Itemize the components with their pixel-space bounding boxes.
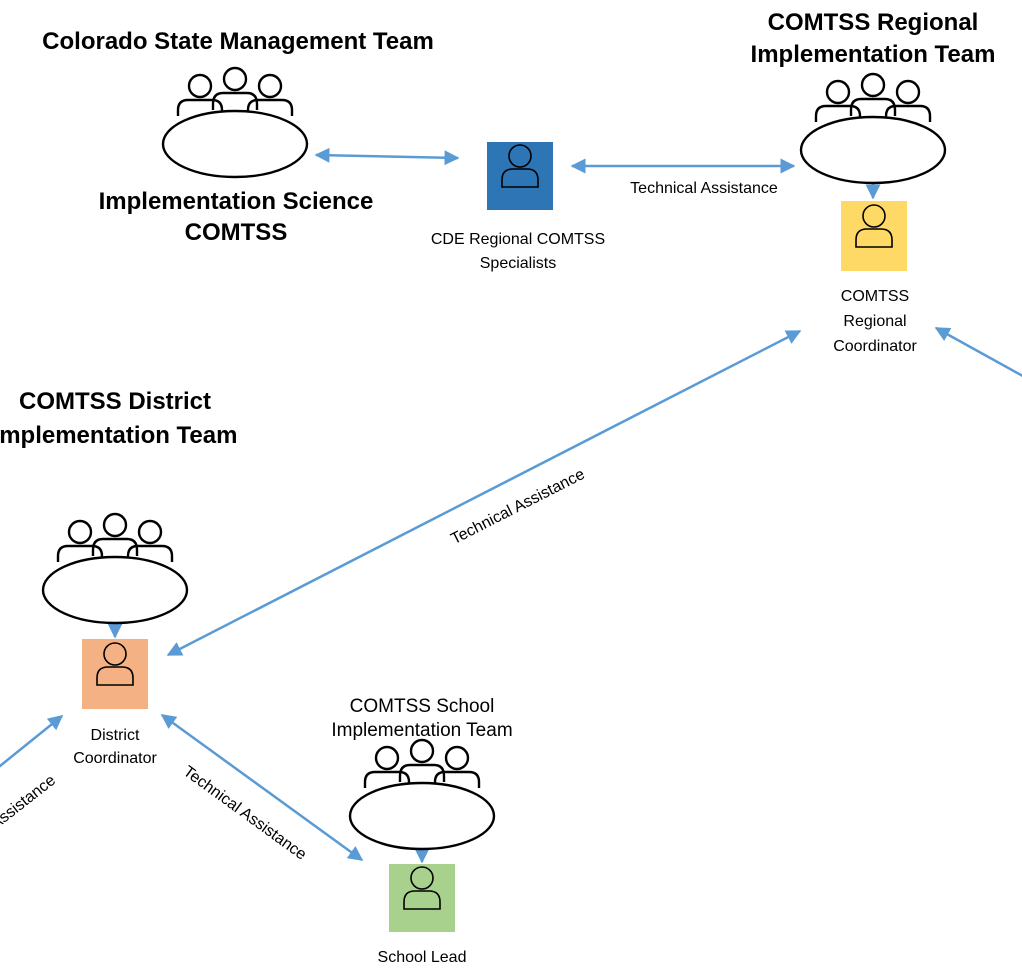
district-team-title-line1: COMTSS District — [19, 388, 211, 415]
cde-specialist-label-line2: Specialists — [480, 255, 556, 272]
cde-specialist-label-line1: CDE Regional COMTSS — [431, 231, 605, 248]
regional-coordinator-label-line1: COMTSS — [841, 288, 909, 305]
district-team-meeting-icon — [41, 512, 189, 625]
ta-label-cde-regional: Technical Assistance — [630, 180, 778, 197]
school-team-meeting-icon — [348, 738, 496, 851]
regional-coordinator-label-line3: Coordinator — [833, 338, 917, 355]
arrow-regional-to-district — [166, 329, 802, 657]
district-team-title-line2: Implementation Team — [0, 422, 237, 449]
regional-coordinator-label-line2: Regional — [843, 313, 906, 330]
school-team-title-line1: COMTSS School — [350, 696, 495, 717]
ta-label-left-offscreen: Assistance — [0, 772, 59, 833]
state-team-subtitle-line1: Implementation Science — [99, 188, 374, 215]
state-team-subtitle-line2: COMTSS — [185, 219, 288, 246]
arrow-left-offscreen — [0, 715, 64, 768]
school-lead-label: School Lead — [378, 949, 467, 966]
arrow-district-to-school — [160, 713, 364, 862]
regional-team-title-line1: COMTSS Regional — [768, 9, 979, 36]
ta-label-regional-district: Technical Assistance — [448, 466, 587, 548]
cde-specialist-box — [487, 142, 553, 210]
state-team-title: Colorado State Management Team — [42, 28, 434, 55]
state-team-meeting-icon — [161, 66, 309, 179]
district-coordinator-box — [82, 639, 148, 709]
ta-label-district-school: Technical Assistance — [180, 763, 310, 864]
regional-coordinator-box — [841, 201, 907, 271]
arrow-state-to-cde — [314, 147, 460, 166]
district-coordinator-label-line1: District — [91, 727, 140, 744]
regional-team-meeting-icon — [799, 72, 947, 185]
school-team-title-line2: Implementation Team — [331, 720, 512, 741]
arrow-right-offscreen — [934, 326, 1022, 378]
regional-team-title-line2: Implementation Team — [751, 41, 996, 68]
school-lead-box — [389, 864, 455, 932]
district-coordinator-label-line2: Coordinator — [73, 750, 157, 767]
